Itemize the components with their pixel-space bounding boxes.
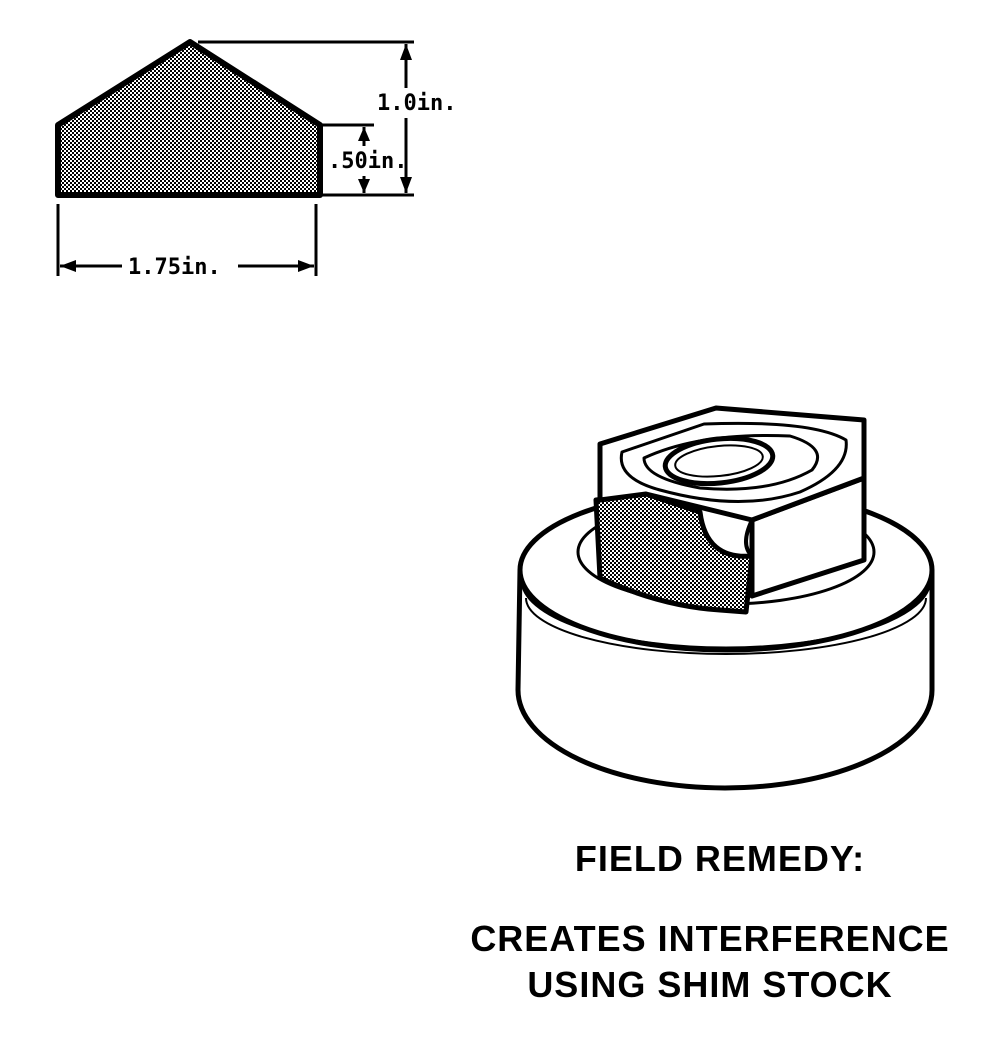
dimension-total-height: 1.0in. [198, 40, 456, 197]
round-base [515, 487, 935, 791]
width-label: 1.75in. [128, 255, 221, 280]
dimension-wall-height: .50in. [322, 123, 407, 193]
caption-line-1: CREATES INTERFERENCE [470, 918, 950, 959]
wall-height-label: .50in. [328, 149, 407, 174]
caption-line-2: USING SHIM STOCK [527, 964, 893, 1005]
shim-profile-shape [55, 39, 323, 198]
assembly-drawing [515, 405, 935, 791]
hex-nut [597, 405, 867, 599]
shim-cross-section [55, 39, 323, 198]
shim-stock-piece [593, 491, 755, 615]
dimension-width: 1.75in. [56, 204, 318, 280]
caption-body: CREATES INTERFERENCE USING SHIM STOCK [440, 916, 980, 1008]
total-height-label: 1.0in. [377, 91, 456, 116]
caption-title: FIELD REMEDY: [574, 838, 866, 879]
